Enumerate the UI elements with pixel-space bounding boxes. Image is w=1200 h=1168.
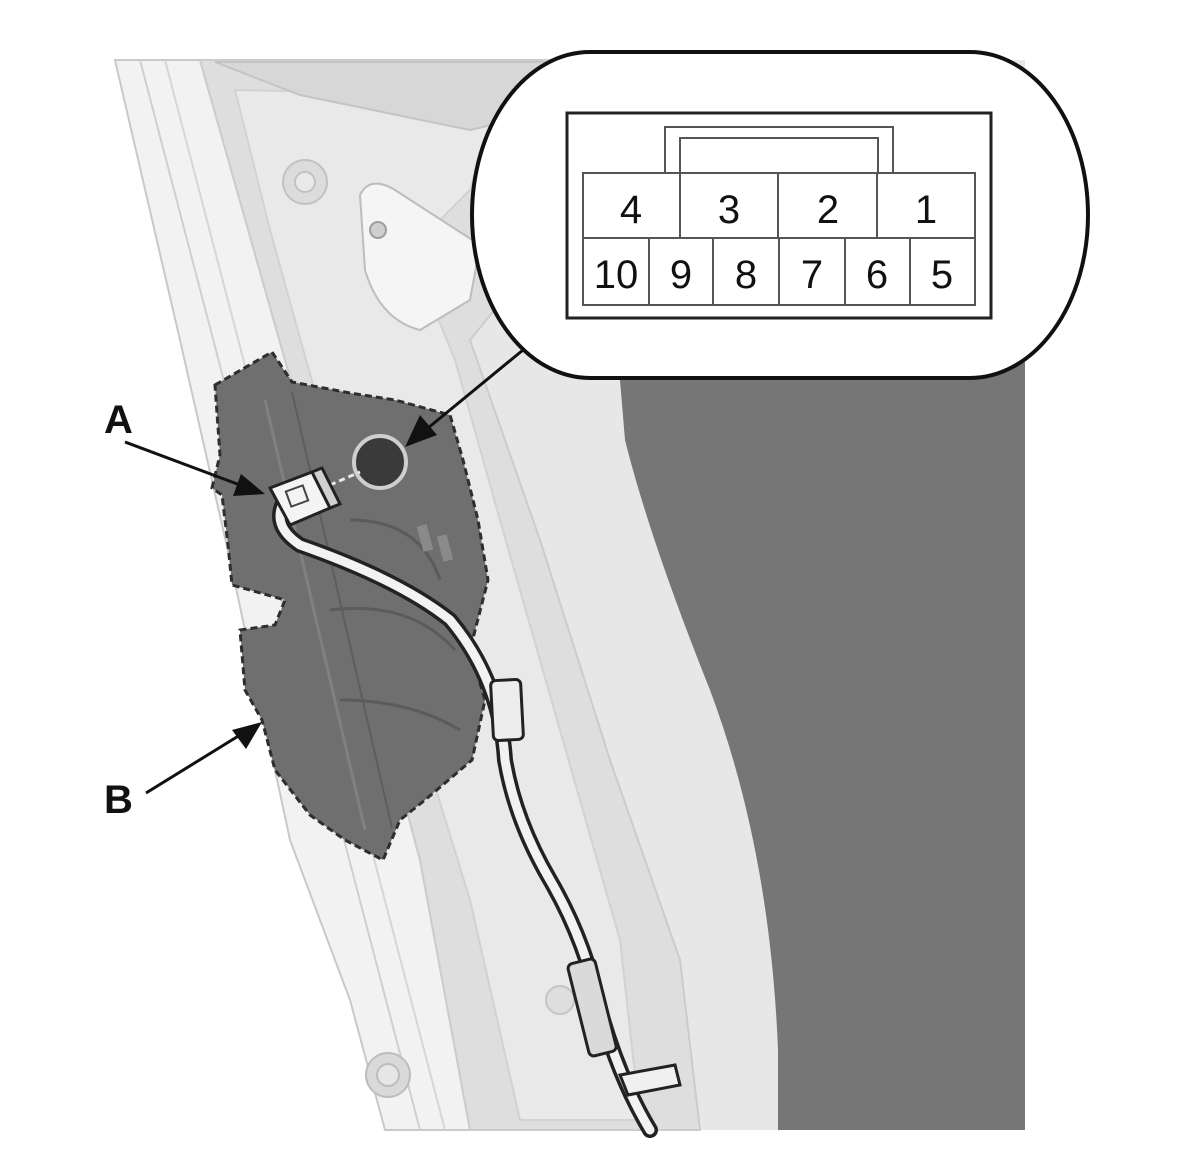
pin-number: 2 (817, 188, 839, 232)
pin-number: 3 (718, 188, 740, 232)
harness-connector (267, 466, 343, 527)
zoom-pointer-arrow (405, 348, 524, 447)
hinge-bracket (358, 182, 482, 332)
pin-number: 1 (915, 188, 937, 232)
adjacent-body-panel (620, 345, 1025, 1130)
pin-number: 6 (866, 253, 888, 297)
callout-a: A (104, 398, 265, 496)
pin-number: 10 (594, 253, 639, 297)
callout-b: B (104, 722, 262, 822)
wire-harness (272, 492, 682, 1138)
callout-label-a: A (104, 398, 133, 442)
pin-number: 4 (620, 188, 642, 232)
connector-zoom-callout: 4 3 2 1 10 9 8 7 6 5 (470, 50, 1090, 380)
harness-cover (210, 349, 490, 863)
pin-number: 5 (931, 253, 953, 297)
harness-cover-body (210, 349, 490, 863)
connector-grommet (352, 434, 408, 490)
callout-label-b: B (104, 778, 133, 822)
pin-number: 9 (670, 253, 692, 297)
pin-number: 7 (801, 253, 823, 297)
pin-number: 8 (735, 253, 757, 297)
